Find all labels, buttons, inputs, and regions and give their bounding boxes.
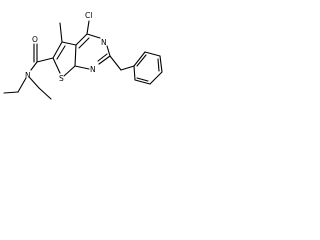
bond-c2-n1 [98, 55, 111, 65]
bond-ph-double-c [136, 77, 149, 82]
bond-c7a-c4a [74, 44, 77, 67]
bond-c5-c6 [52, 41, 63, 59]
bond-c4-n3 [86, 33, 101, 39]
atom-label-amide-n: N [25, 71, 31, 80]
bond-c6-carbonyl [36, 57, 54, 63]
atom-label-o: O [32, 35, 38, 44]
bond-n-ethyl2-ch2 [29, 77, 40, 89]
bond-ch2-phenyl [120, 65, 135, 71]
bond-ethyl2-ch3 [38, 87, 52, 100]
bond-s-c7a [63, 65, 76, 77]
bond-n3-c2 [106, 45, 111, 57]
atom-label-ring-n-bottom: N [90, 65, 96, 74]
atom-label-ring-n-top: N [101, 38, 107, 47]
bond-n1-c7a [74, 65, 90, 70]
bond-ph-double-b [157, 58, 160, 72]
bond-ph-5-6 [134, 79, 151, 85]
bond-carbonyl-n [30, 61, 38, 71]
bond-n-ethyl1-ch2 [17, 77, 27, 93]
bond-ph-4-5 [149, 71, 163, 85]
bond-ph-2-3 [144, 51, 161, 57]
bond-c5-c6-double [56, 45, 66, 60]
bond-c5-methyl [59, 22, 63, 43]
bond-ethyl1-ch3 [3, 91, 19, 94]
atom-label-cl: Cl [85, 11, 92, 20]
bond-ph-3-4 [159, 55, 163, 73]
atom-label-s: S [59, 74, 64, 83]
bond-ph-double-a [136, 54, 147, 67]
molecule-drawing: Cl O N N N S [3, 11, 163, 100]
bond-c2-n1-double [97, 53, 108, 62]
bond-ph-6-1 [133, 65, 136, 81]
structure-canvas: Cl O N N N S [0, 0, 163, 111]
bond-c6-s [52, 57, 61, 74]
bond-c4a-c5 [61, 41, 77, 46]
bond-c2-ch2 [109, 55, 122, 71]
bond-c4a-c4 [75, 33, 88, 46]
bond-c4-cl [86, 20, 90, 35]
bond-ph-1-2 [133, 51, 146, 67]
bond-c4a-c4-double [78, 37, 90, 49]
